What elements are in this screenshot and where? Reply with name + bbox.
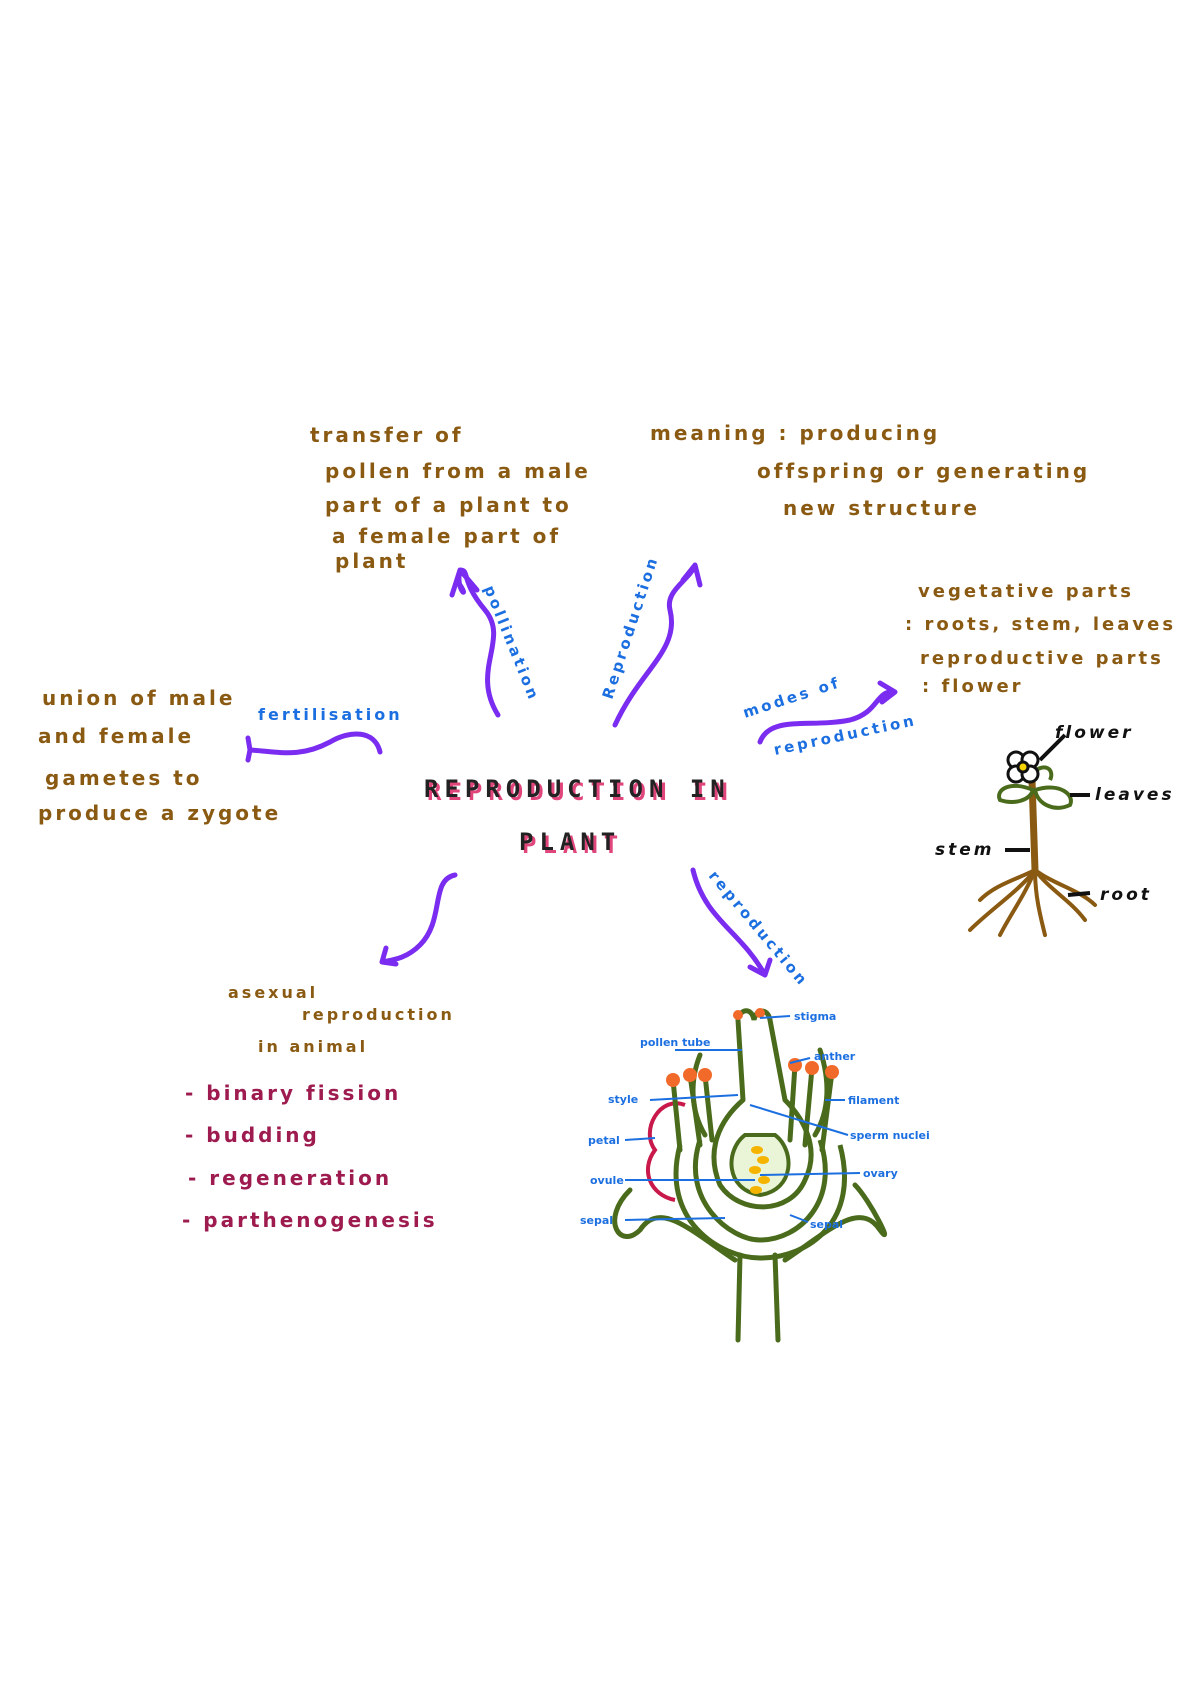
label-anther: anther [814, 1050, 856, 1063]
pollination-def-line-3: part of a plant to [325, 493, 572, 517]
label-ovule: ovule [590, 1174, 624, 1187]
fertilisation-label: fertilisation [258, 705, 403, 724]
pollination-def-line-2: pollen from a male [325, 459, 591, 483]
label-sperm-nuclei: sperm nuclei [850, 1129, 930, 1142]
flower-label-lines [624, 1015, 861, 1223]
plant-label-group: flower leaves stem root [935, 723, 1175, 905]
reproduction-meaning: meaning : producing offspring or generat… [650, 421, 1090, 520]
fert-line-3: gametes to [45, 766, 203, 790]
arrows [245, 562, 898, 978]
asexual-list: - binary fission - budding - regeneratio… [182, 1081, 438, 1232]
pollination-definition: transfer of pollen from a male part of a… [310, 423, 591, 573]
reproduction-label: Reproduction [599, 553, 662, 701]
label-pollen-tube: pollen tube [640, 1036, 711, 1049]
pollination-def-line-1: transfer of [310, 423, 464, 447]
plant-roots [968, 868, 1097, 937]
modes-line-1: vegetative parts [918, 581, 1134, 602]
modes-line-2: : roots, stem, leaves [905, 614, 1176, 635]
fert-line-4: produce a zygote [38, 801, 281, 825]
label-petal: petal [588, 1134, 620, 1147]
asexual-line-2: reproduction [302, 1005, 455, 1024]
asexual-item-2: - budding [185, 1123, 320, 1147]
label-ovary: ovary [863, 1167, 898, 1180]
receptacle-layer-2 [673, 1144, 847, 1261]
plant-label-root: root [1100, 885, 1152, 905]
label-stigma: stigma [794, 1010, 836, 1023]
fert-line-1: union of male [42, 686, 235, 710]
ovules [749, 1146, 770, 1194]
sepal-right-shape [782, 1182, 888, 1263]
plant-leaf-left [997, 783, 1036, 804]
title-shadow-2: PLANT [522, 831, 624, 859]
plant-flower [1006, 750, 1040, 784]
label-style: style [608, 1093, 638, 1106]
receptacle-layer-1 [692, 1139, 828, 1243]
ovary-inner [729, 1133, 791, 1198]
asexual-item-4: - parthenogenesis [182, 1208, 438, 1232]
stigma-lobes [735, 1008, 773, 1021]
flower-labels: stigma pollen tube anther style filament… [580, 1010, 930, 1231]
fert-line-2: and female [38, 724, 194, 748]
petal-shape [645, 1101, 686, 1202]
pollination-arrow [449, 567, 501, 718]
label-sepal-left: sepal [580, 1214, 613, 1227]
central-title: REPRODUCTION IN REPRODUCTION IN PLANT PL… [424, 775, 734, 859]
stamens [670, 1047, 835, 1153]
anthers [666, 1008, 839, 1087]
title-shadow-1: REPRODUCTION IN [427, 778, 734, 806]
modes-arrow [757, 680, 898, 745]
asexual-arrow [379, 872, 458, 967]
asexual-heading: asexual reproduction in animal [228, 983, 455, 1056]
asexual-item-3: - regeneration [188, 1166, 392, 1190]
asexual-line-3: in animal [258, 1037, 368, 1056]
plant-illustration: flower leaves stem root [935, 723, 1175, 937]
plant-label-leaves: leaves [1095, 785, 1175, 805]
plant-pointers [1005, 733, 1091, 897]
reproduction-lower-arrow [690, 867, 773, 978]
flower-cross-section: stigma pollen tube anther style filament… [580, 1008, 930, 1343]
meaning-line-3: new structure [783, 496, 980, 520]
meaning-line-2: offspring or generating [757, 459, 1090, 483]
label-filament: filament [848, 1094, 899, 1107]
arrow-labels: pollination Reproduction modes of reprod… [258, 553, 918, 990]
plant-leaf-right [1032, 785, 1073, 810]
fertilisation-definition: union of male and female gametes to prod… [38, 686, 281, 825]
modes-line-3: reproductive parts [920, 648, 1164, 669]
modes-label-2: reproduction [772, 711, 918, 759]
pollination-def-line-5: plant [335, 549, 408, 573]
plant-label-stem: stem [935, 840, 995, 860]
fertilisation-arrow [245, 731, 383, 763]
sepal-left-shape [612, 1187, 738, 1263]
modes-label-1: modes of [741, 673, 843, 722]
plant-label-flower: flower [1055, 723, 1134, 743]
pedicel [735, 1252, 781, 1343]
meaning-line-1: meaning : producing [650, 421, 940, 445]
asexual-item-1: - binary fission [185, 1081, 401, 1105]
reproduction-arrow [612, 562, 703, 728]
modes-definition: vegetative parts : roots, stem, leaves r… [905, 581, 1176, 697]
pollination-def-line-4: a female part of [332, 524, 561, 548]
label-sepal-right: sepal [810, 1218, 843, 1231]
title-line-2: PLANT [519, 828, 621, 856]
title-line-1: REPRODUCTION IN [424, 775, 731, 803]
modes-line-4: : flower [922, 676, 1024, 697]
asexual-line-1: asexual [228, 983, 318, 1002]
